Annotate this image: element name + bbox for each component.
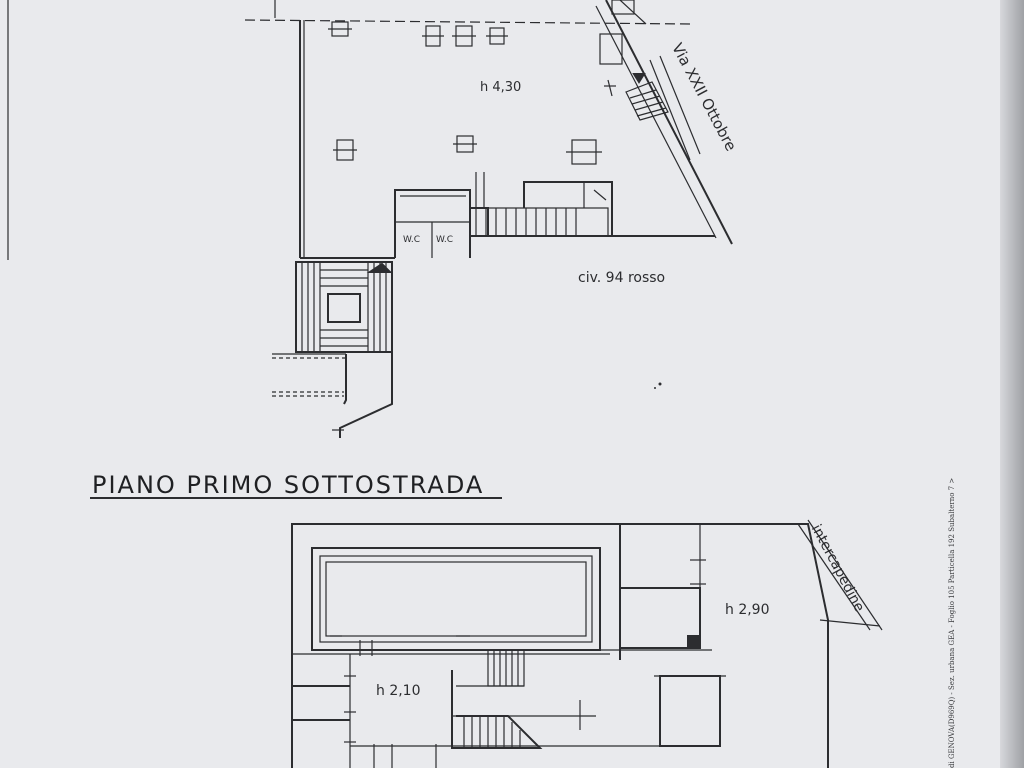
lower-plan (291, 519, 883, 768)
structural-columns (328, 21, 602, 165)
lower-appendix (272, 262, 393, 438)
intercapedine-inner-line (797, 523, 871, 631)
lower-outer-wall (291, 523, 829, 768)
column-marker (687, 635, 701, 649)
upper-height-label: h 4,30 (480, 80, 522, 95)
entrance-stair (599, 33, 701, 161)
wc-label-2: W.C (436, 235, 454, 245)
section-title-underline (90, 497, 502, 499)
lower-height-label-right: h 2,90 (725, 602, 770, 618)
section-title: PIANO PRIMO SOTTOSTRADA (92, 471, 485, 499)
stair-direction-arrow-icon (366, 262, 393, 273)
facade-box (611, 0, 635, 15)
intercapedine-outer-line (807, 519, 883, 631)
upper-plan (244, 0, 733, 438)
main-staircase (295, 261, 393, 353)
small-room (619, 587, 701, 649)
lower-height-label-left: h 2,10 (376, 683, 421, 699)
intercapedine-end (819, 619, 881, 627)
sheet-shadow-edge (1000, 0, 1024, 768)
facade-detail (619, 0, 647, 25)
large-basin-inner (325, 561, 587, 637)
scan-speck (654, 387, 656, 389)
basement-stairs (451, 649, 596, 749)
large-basin-outer (311, 547, 601, 651)
street-axis-line (244, 19, 691, 25)
civic-number-label: civ. 94 rosso (578, 270, 666, 286)
street-facade-outer (605, 0, 733, 245)
service-block (394, 172, 613, 258)
large-basin-mid (319, 555, 593, 643)
wc-label-1: W.C (403, 235, 421, 245)
entrance-arrow-icon (632, 73, 646, 84)
scan-speck (658, 382, 662, 386)
lower-right-room (659, 675, 721, 747)
cadastral-reference-note: di GENOVA(D969Q) - Sez. urbana GEA - Fog… (948, 477, 956, 768)
street-facade-inner (595, 5, 717, 239)
